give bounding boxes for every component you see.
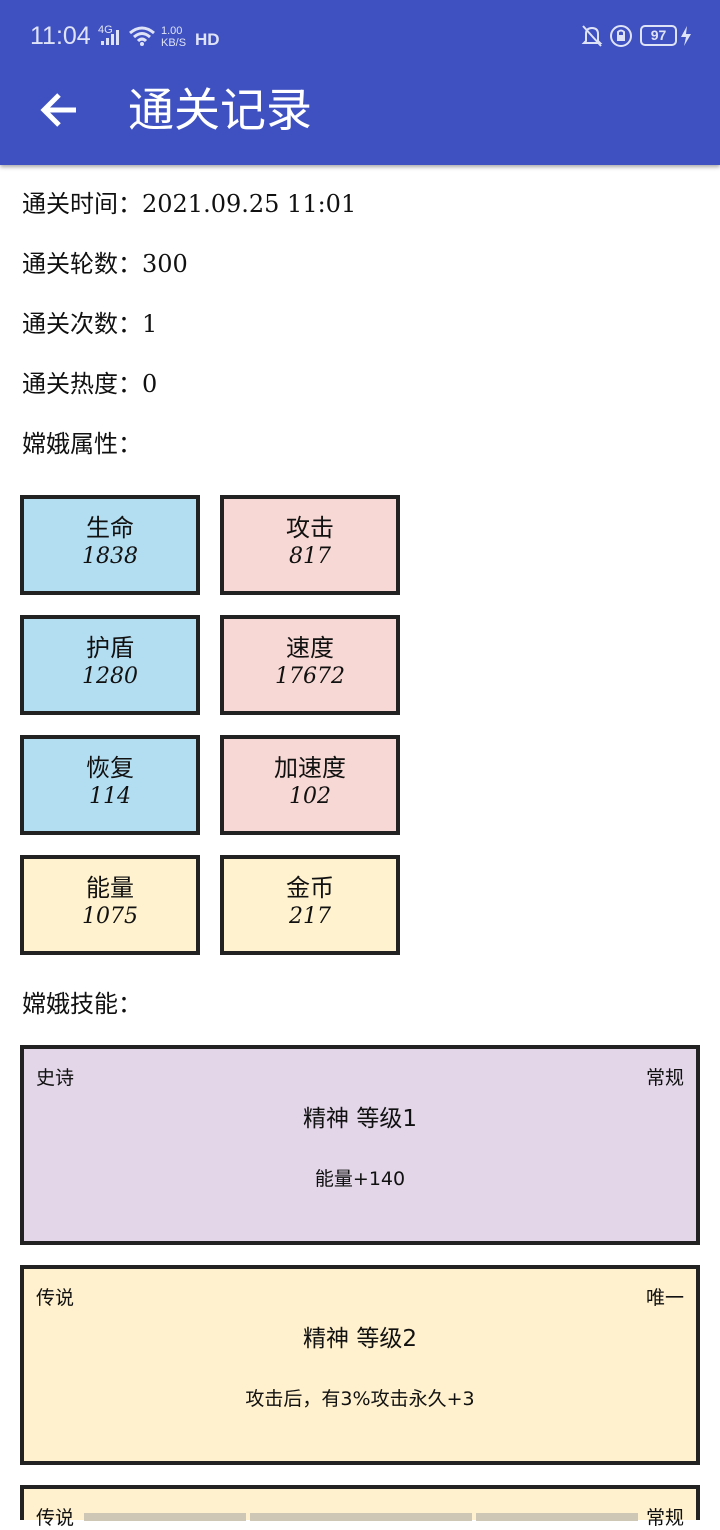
attribute-label: 生命: [86, 514, 134, 542]
attribute-value: 217: [289, 904, 331, 929]
attribute-gold: 金币 217: [220, 855, 400, 955]
clear-count-label: 通关次数：: [22, 310, 142, 338]
skill-rarity: 传说: [36, 1507, 75, 1529]
clear-rounds-row: 通关轮数：300: [22, 249, 188, 279]
page-title: 通关记录: [128, 83, 312, 137]
attribute-label: 恢复: [86, 754, 134, 782]
attribute-acceleration: 加速度 102: [220, 735, 400, 835]
skill-bar-segment: [250, 1513, 472, 1521]
skill-kind: 常规: [645, 1507, 684, 1529]
attributes-title: 嫦娥属性：: [22, 430, 142, 458]
attribute-label: 能量: [86, 874, 134, 902]
clear-rounds-value: 300: [142, 250, 188, 278]
status-bar: 11:04 4G 1.00 KB/S HD 97: [0, 0, 720, 72]
clear-heat-row: 通关热度：0: [22, 369, 157, 399]
skill-name: 精神 等级2: [303, 1326, 417, 1352]
attribute-energy: 能量 1075: [20, 855, 200, 955]
skill-description: 攻击后，有3%攻击永久+3: [245, 1388, 475, 1410]
attribute-label: 金币: [286, 874, 334, 902]
skill-card: 史诗 常规 精神 等级1 能量+140: [20, 1045, 700, 1245]
skill-rarity: 史诗: [36, 1067, 75, 1089]
clear-heat-label: 通关热度：: [22, 370, 142, 398]
attribute-shield: 护盾 1280: [20, 615, 200, 715]
clear-time-row: 通关时间：2021.09.25 11:01: [22, 189, 356, 219]
attribute-speed: 速度 17672: [220, 615, 400, 715]
attribute-value: 817: [289, 544, 331, 569]
battery-level: 97: [640, 25, 677, 46]
skill-bar-segment: [84, 1513, 246, 1521]
attribute-value: 114: [89, 784, 131, 809]
skill-card: 传说 唯一 精神 等级2 攻击后，有3%攻击永久+3: [20, 1265, 700, 1465]
attribute-recovery: 恢复 114: [20, 735, 200, 835]
skill-kind: 常规: [645, 1067, 684, 1089]
skill-name: 精神 等级1: [303, 1106, 417, 1132]
attribute-label: 加速度: [274, 754, 346, 782]
clear-time-label: 通关时间：: [22, 190, 142, 218]
back-arrow-icon[interactable]: [36, 88, 86, 132]
skill-card: 传说 常规: [20, 1485, 700, 1529]
clear-heat-value: 0: [142, 370, 158, 398]
clear-time-value: 2021.09.25 11:01: [142, 190, 357, 218]
attribute-value: 1838: [82, 544, 138, 569]
network-type: 4G: [98, 24, 113, 36]
attribute-label: 速度: [286, 634, 334, 662]
status-time: 11:04: [30, 22, 91, 50]
network-speed-value: 1.00: [161, 25, 183, 37]
hd-badge: HD: [195, 30, 220, 49]
clear-rounds-label: 通关轮数：: [22, 250, 142, 278]
attribute-value: 1280: [82, 664, 138, 689]
attribute-attack: 攻击 817: [220, 495, 400, 595]
signal-icon: [101, 30, 119, 45]
attribute-value: 102: [289, 784, 331, 809]
lock-icon: [610, 25, 632, 47]
attribute-label: 攻击: [286, 514, 334, 542]
skill-bar-segment: [476, 1513, 638, 1521]
skill-kind: 唯一: [645, 1287, 684, 1309]
charging-icon: [681, 26, 691, 46]
app-bar: 11:04 4G 1.00 KB/S HD 97: [0, 0, 720, 165]
skills-title: 嫦娥技能：: [22, 990, 142, 1018]
skill-description: 能量+140: [314, 1168, 406, 1190]
skill-rarity: 传说: [36, 1287, 75, 1309]
clear-count-row: 通关次数：1: [22, 309, 157, 339]
attribute-label: 护盾: [86, 634, 134, 662]
clear-count-value: 1: [142, 310, 158, 338]
attribute-value: 17672: [275, 664, 345, 689]
attribute-value: 1075: [82, 904, 138, 929]
wifi-icon: [129, 26, 155, 46]
attribute-hp: 生命 1838: [20, 495, 200, 595]
bell-muted-icon: [581, 25, 603, 47]
network-speed-unit: KB/S: [161, 37, 187, 49]
